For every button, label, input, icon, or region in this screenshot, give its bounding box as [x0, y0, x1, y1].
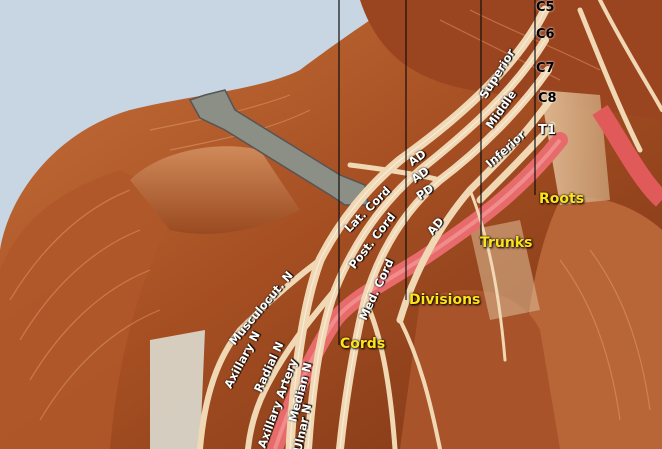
- section-label-trunks: Trunks: [480, 235, 533, 251]
- root-label-c7: C7: [536, 61, 555, 76]
- section-label-roots: Roots: [539, 191, 585, 207]
- root-label-t1: T1: [538, 123, 556, 138]
- root-label-c8: C8: [538, 91, 557, 106]
- section-label-divisions: Divisions: [409, 292, 481, 308]
- root-label-c5: C5: [536, 0, 555, 15]
- root-label-c6: C6: [536, 27, 555, 42]
- section-lines: [338, 0, 536, 345]
- section-label-cords: Cords: [340, 336, 386, 352]
